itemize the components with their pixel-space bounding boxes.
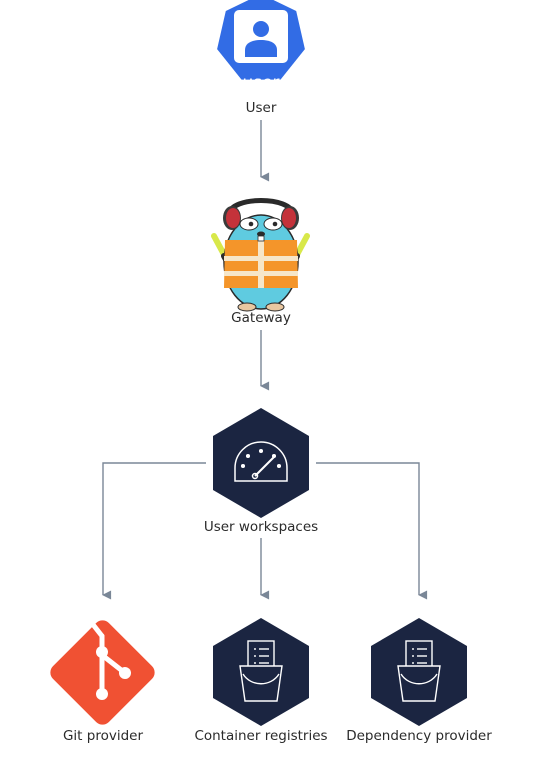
- dependency-bucket-icon: [397, 640, 441, 702]
- dependency-label: Dependency provider: [346, 728, 492, 744]
- dashboard-gauge-icon: [234, 441, 288, 482]
- gateway-label: Gateway: [231, 310, 291, 326]
- git-node[interactable]: Git provider: [47, 617, 159, 744]
- workspaces-node[interactable]: User workspaces: [204, 408, 318, 535]
- registry-bucket-icon: [239, 640, 283, 702]
- user-node[interactable]: user User: [217, 0, 305, 116]
- git-label: Git provider: [63, 728, 143, 744]
- gateway-node[interactable]: Gateway: [211, 198, 310, 327]
- user-badge-text: user: [242, 73, 279, 93]
- registries-node[interactable]: Container registries: [194, 618, 328, 744]
- user-label: User: [246, 100, 277, 116]
- registries-label: Container registries: [194, 728, 327, 744]
- gopher-mascot-icon: [211, 198, 310, 312]
- person-icon: [245, 21, 277, 57]
- workspaces-to-git-arrow: [102, 462, 206, 600]
- dependency-node[interactable]: Dependency provider: [346, 618, 492, 744]
- workspaces-label: User workspaces: [204, 519, 318, 535]
- workspaces-to-dependency-arrow: [316, 462, 428, 600]
- connectors: [102, 120, 428, 600]
- workspaces-hexagon: [213, 408, 309, 518]
- git-branch-nodes: [96, 646, 131, 700]
